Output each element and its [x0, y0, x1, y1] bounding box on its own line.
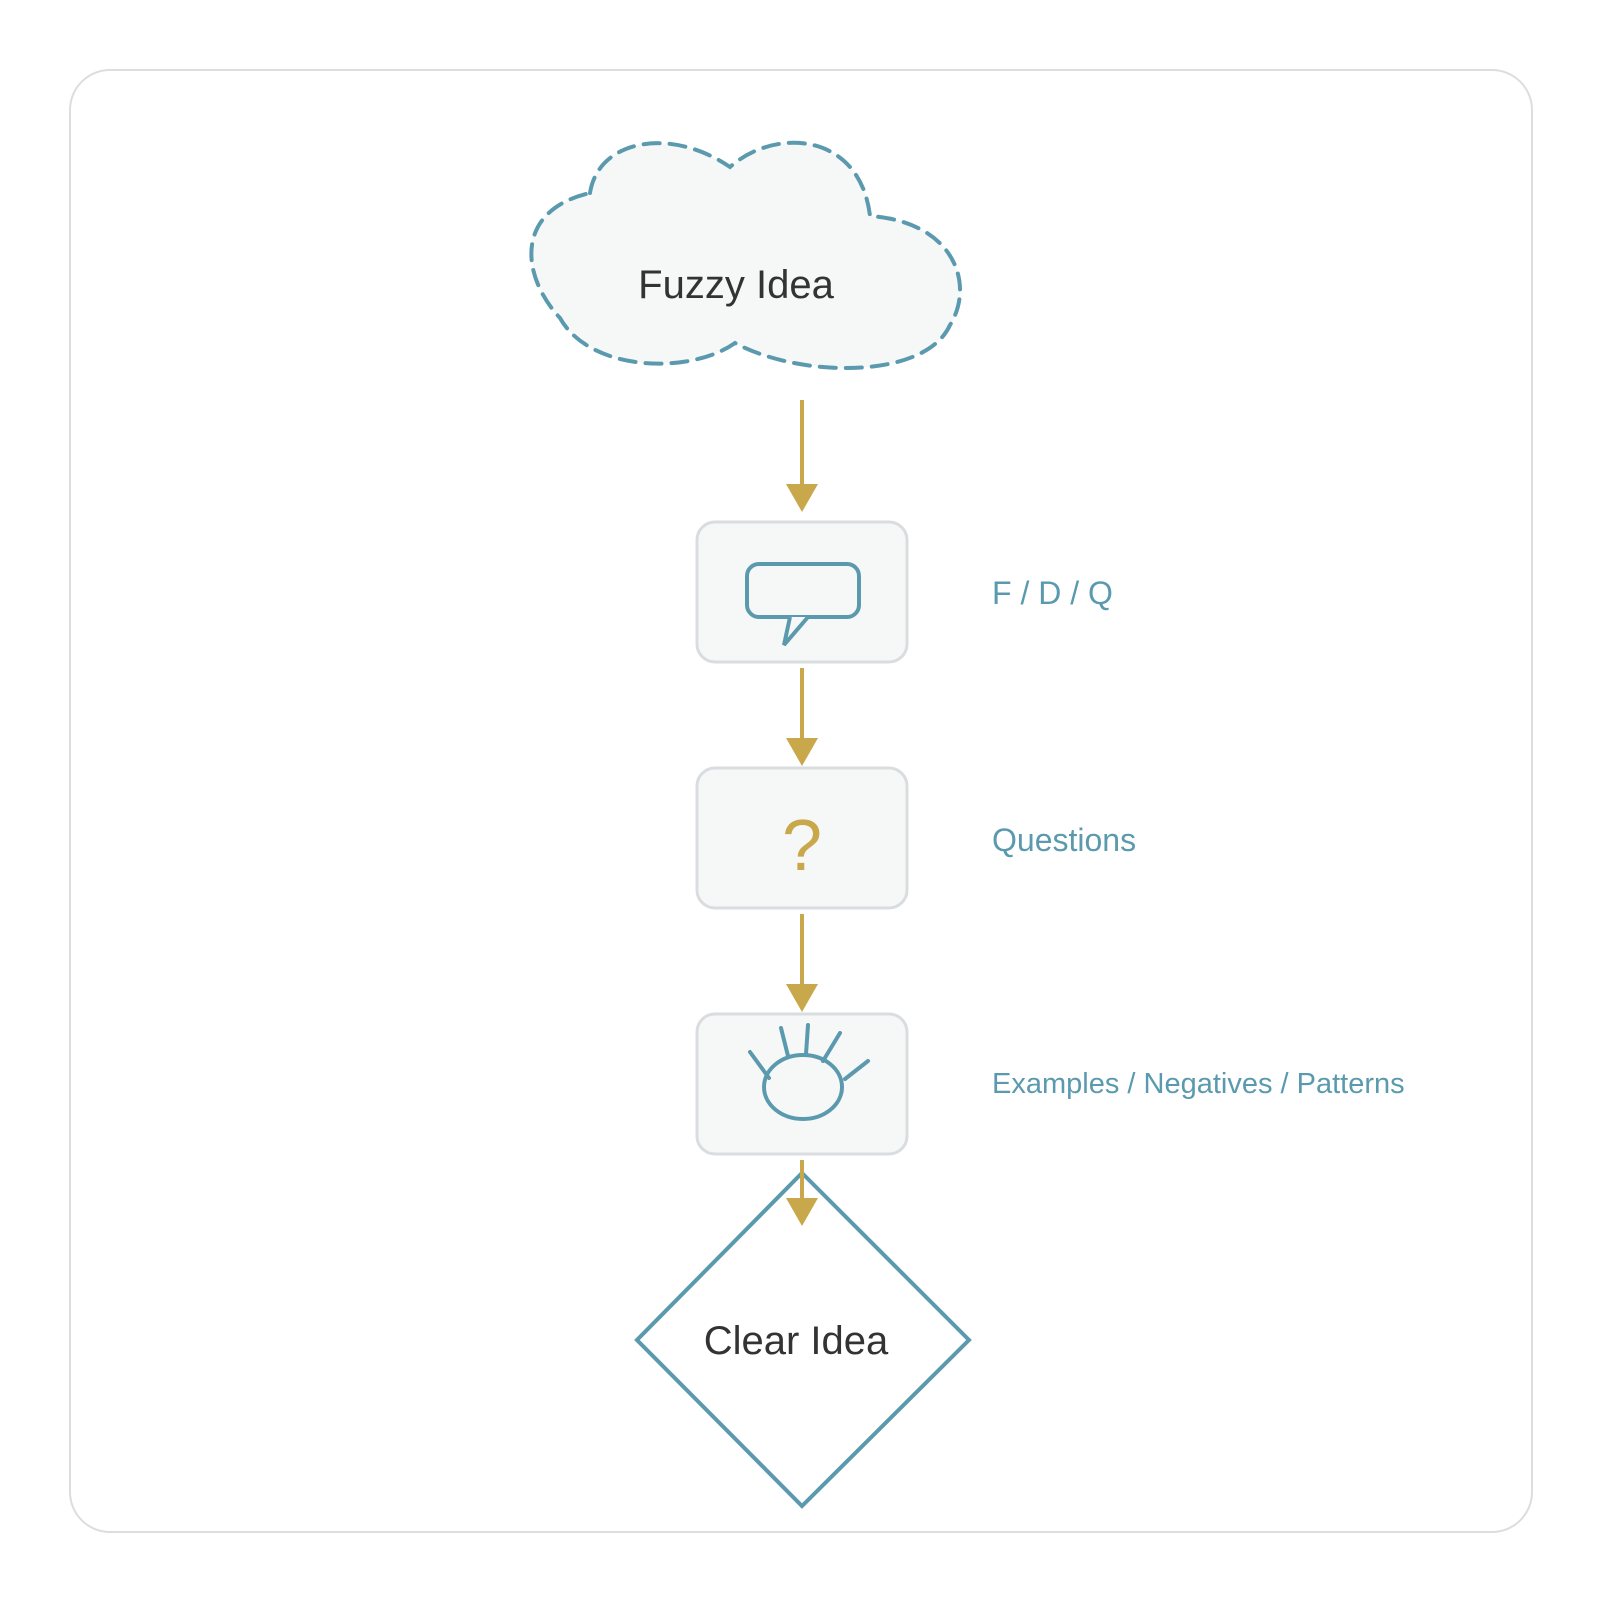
fuzzy-idea-label: Fuzzy Idea [638, 263, 834, 307]
fuzzy-idea-node: Fuzzy Idea [529, 140, 963, 370]
arrow-step1-to-step2 [786, 668, 818, 766]
step-examples-node [695, 1012, 909, 1156]
clear-idea-node: Clear Idea [634, 1170, 972, 1509]
clear-idea-label: Clear Idea [704, 1319, 889, 1363]
arrow-fuzzy-to-step1 [786, 400, 818, 512]
question-mark-icon: ? [782, 806, 822, 886]
step-examples-box [695, 1012, 909, 1156]
step-fdq-node [695, 520, 909, 664]
arrow-step3-to-clear [786, 1160, 818, 1226]
step-questions-box [695, 766, 909, 910]
cloud-shape [529, 140, 963, 370]
step-questions-label: Questions [992, 822, 1136, 858]
step-questions-node: ? [695, 766, 909, 910]
step-fdq-box [695, 520, 909, 664]
diamond-shape [634, 1170, 972, 1509]
arrow-step2-to-step3 [786, 914, 818, 1012]
speech-bubble-icon [745, 562, 861, 647]
step-examples-label: Examples / Negatives / Patterns [992, 1068, 1405, 1100]
step-fdq-label: F / D / Q [992, 575, 1113, 611]
eye-with-lashes-icon [748, 1023, 870, 1121]
